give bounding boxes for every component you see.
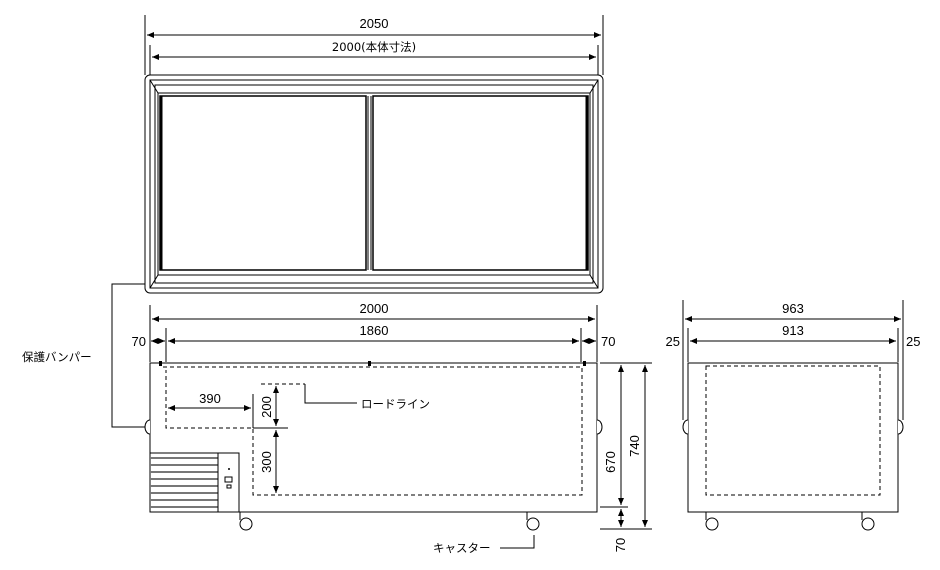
side-cabinet-body (687, 362, 899, 513)
dim-1860: 1860 (360, 323, 389, 338)
caster-left (239, 512, 253, 531)
dim-25-right: 25 (906, 334, 920, 349)
dim-200: 200 (259, 396, 274, 418)
dim-740: 740 (627, 435, 642, 457)
dim-25-left: 25 (666, 334, 680, 349)
dim-2000: 2000 (360, 301, 389, 316)
dim-963: 963 (782, 301, 804, 316)
label-caster: キャスター (433, 541, 491, 555)
dim-670: 670 (603, 451, 618, 473)
dim-70-caster: 70 (613, 538, 628, 552)
dim-2050: 2050 (360, 16, 389, 31)
caster-right (526, 512, 540, 531)
side-caster-left (705, 512, 719, 531)
inner-compartment (163, 366, 583, 496)
dim-300: 300 (259, 451, 274, 473)
dim-70-right: 70 (601, 334, 615, 349)
front-view: 2000 1860 70 70 ロードライン 390 200 300 670 7… (132, 301, 652, 555)
label-load-line: ロードライン (361, 397, 430, 411)
side-view: 963 913 25 25 (666, 300, 920, 531)
label-bumper: 保護バンパー (22, 350, 92, 364)
dim-70-left: 70 (132, 334, 146, 349)
side-caster-right (861, 512, 875, 531)
dim-2000-body: 2000(本体寸法) (332, 40, 416, 54)
top-view: 2050 2000(本体寸法) (144, 15, 604, 294)
dim-390: 390 (199, 391, 221, 406)
condensing-unit (149, 452, 240, 513)
dim-913: 913 (782, 323, 804, 338)
